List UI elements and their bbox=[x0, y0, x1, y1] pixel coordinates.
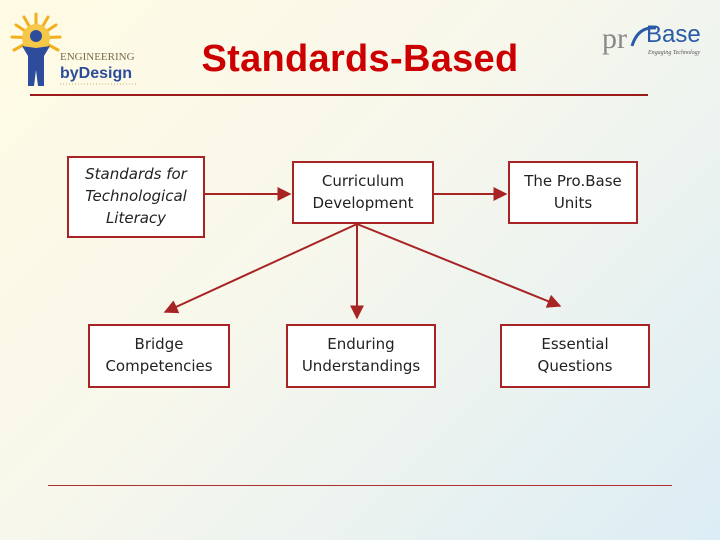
probase-swoosh-icon bbox=[630, 26, 657, 47]
edge-curriculum-to-bridge bbox=[163, 223, 358, 314]
probase-logo-pr: pr bbox=[602, 22, 627, 55]
node-curriculum-development: Curriculum Development bbox=[292, 161, 434, 224]
engineering-by-design-logo: ENGINEERING byDesign bbox=[10, 12, 136, 86]
node-essential-questions: Essential Questions bbox=[500, 324, 650, 388]
probase-logo-tagline: Engaging Technology bbox=[647, 50, 701, 56]
logo-line2: byDesign bbox=[60, 65, 132, 82]
probase-logo-base: Base bbox=[646, 21, 701, 48]
footer-divider bbox=[48, 485, 672, 486]
probase-logo: pr Base Engaging Technology bbox=[602, 21, 701, 56]
slide-title: Standards-Based bbox=[201, 38, 519, 80]
node-bridge-competencies: Bridge Competencies bbox=[88, 324, 230, 388]
node-standards-for-technological-literacy: Standards for Technological Literacy bbox=[67, 156, 205, 238]
title-divider bbox=[30, 94, 648, 96]
edge-curriculum-to-essential bbox=[356, 223, 562, 308]
logo-line1: ENGINEERING bbox=[60, 51, 135, 63]
node-enduring-understandings: Enduring Understandings bbox=[286, 324, 436, 388]
node-probase-units: The Pro.Base Units bbox=[508, 161, 638, 224]
sunburst-figure-icon bbox=[10, 12, 62, 86]
